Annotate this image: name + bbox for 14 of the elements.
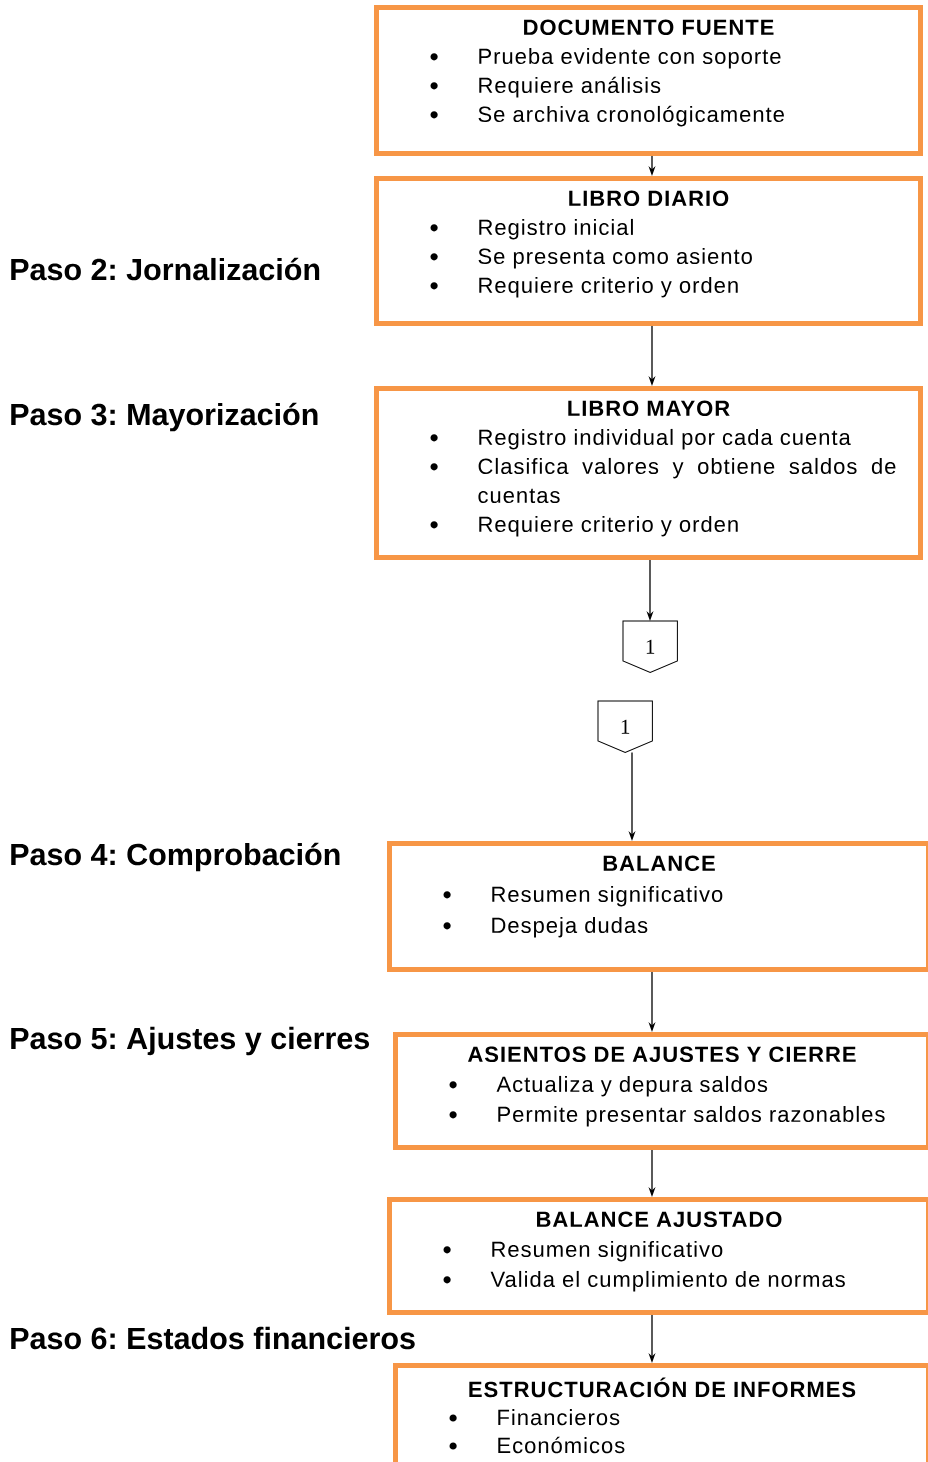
off-page-connector: 1 bbox=[597, 700, 653, 753]
step-label: Paso 5: Ajustes y cierres bbox=[11, 1026, 369, 1056]
process-box: BALANCE AJUSTADO Resumen significativo Valida el cumplimiento de normas bbox=[387, 1197, 928, 1315]
process-box: LIBRO MAYOR Registro individual por cada cuenta Clasifica valores y obtiene saldos de cuentas Requiere criterio y orden bbox=[374, 386, 923, 560]
step-label: Paso 2: Jornalización bbox=[11, 257, 320, 281]
step-label: Paso 6: Estados financieros bbox=[11, 1326, 415, 1350]
step-label: Paso 3: Mayorización bbox=[11, 402, 318, 432]
process-box: LIBRO DIARIO Registro inicial Se presenta como asiento Requiere criterio y orden bbox=[374, 176, 923, 326]
process-box: BALANCE Resumen significativo Despeja dudas bbox=[387, 841, 928, 972]
off-page-connector: 1 bbox=[622, 620, 678, 673]
process-box: DOCUMENTO FUENTE Prueba evidente con soporte Requiere análisis Se archiva cronológicamente bbox=[374, 5, 923, 156]
step-label: Paso 4: Comprobación bbox=[11, 842, 340, 872]
process-box: ESTRUCTURACIÓN DE INFORMES Financieros Económicos bbox=[393, 1363, 928, 1462]
process-box: ASIENTOS DE AJUSTES Y CIERRE Actualiza y depura saldos Permite presentar saldos razonables bbox=[393, 1032, 928, 1150]
